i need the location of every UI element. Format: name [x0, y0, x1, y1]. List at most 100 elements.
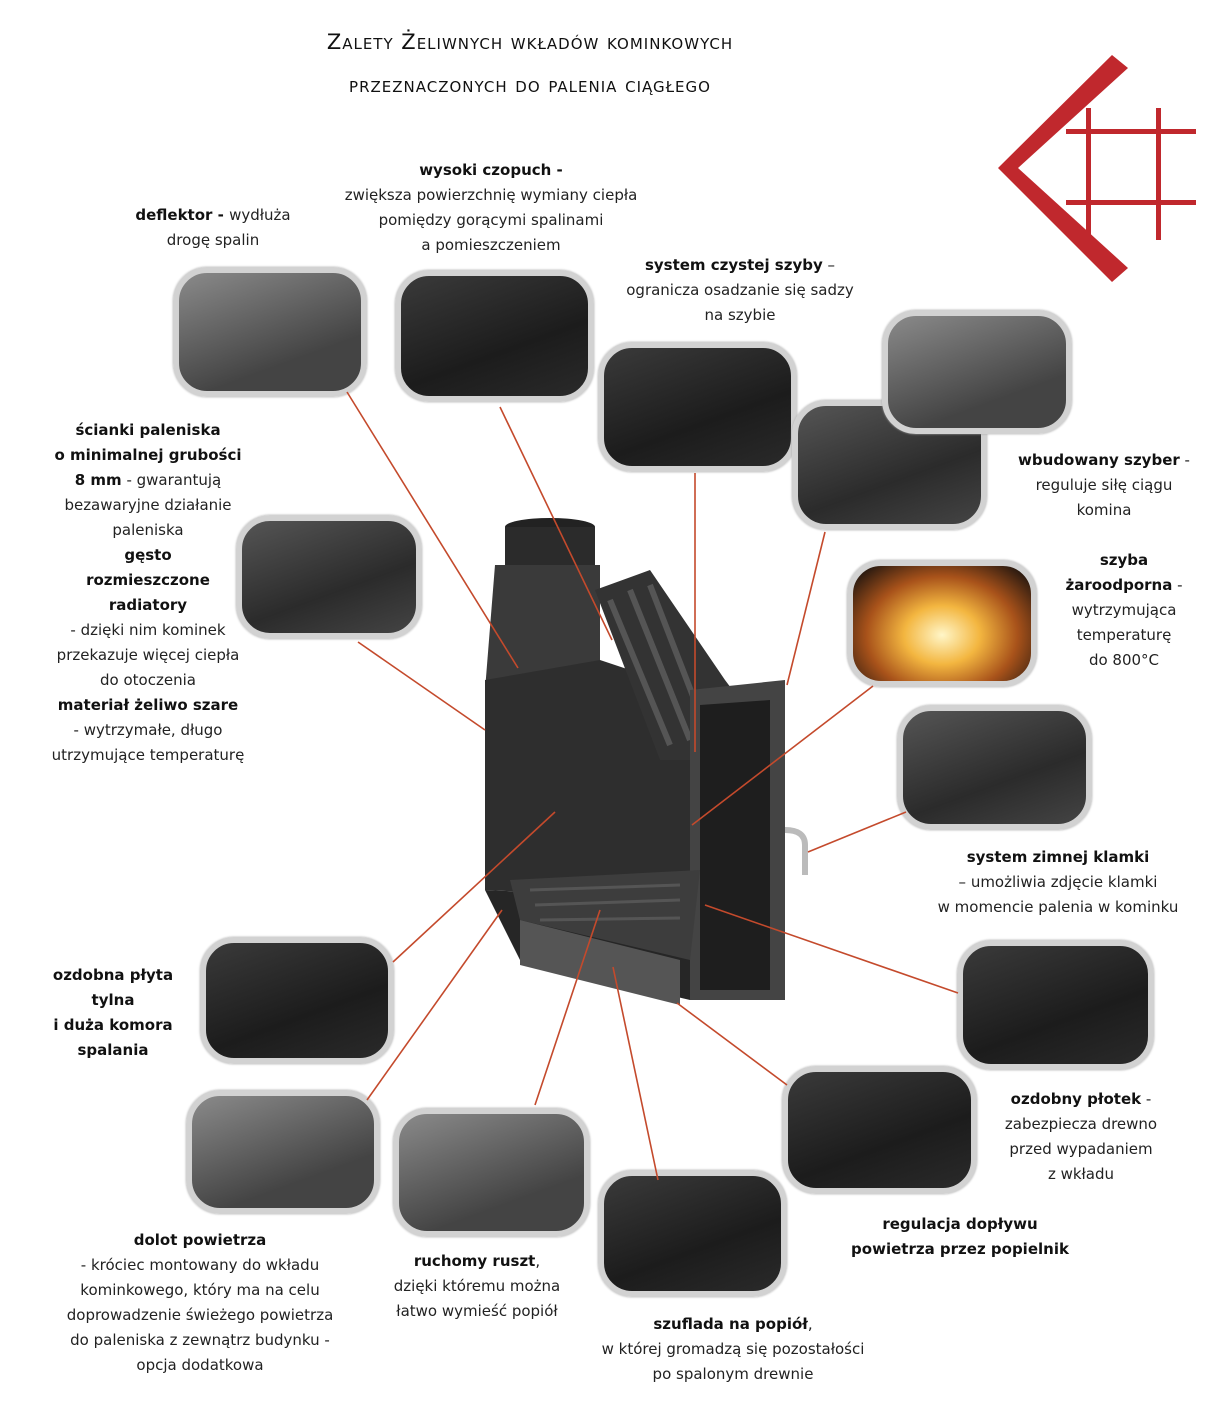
callout-heading-text: radiatory [108, 596, 188, 614]
leader-line [786, 531, 826, 686]
callout-text: – umożliwia zdjęcie klamki [958, 873, 1158, 891]
callout-heading-text: ruchomy ruszt [413, 1252, 536, 1270]
leader-line [691, 685, 874, 826]
callout-text: - dzięki nim kominek [70, 621, 226, 639]
callout-text: a pomieszczeniem [421, 236, 561, 254]
callout-line: spalania [53, 1038, 173, 1063]
callout-line: materiał żeliwo szare [52, 693, 245, 718]
callout-text: wytrzymująca [1071, 601, 1177, 619]
callout-text: zwiększa powierzchnię wymiany ciepła [344, 186, 638, 204]
leader-line [366, 909, 503, 1101]
callout-heading-text: żaroodporna [1065, 576, 1173, 594]
callout-line: pomiędzy gorącymi spalinami [345, 208, 638, 233]
callout-line: przekazuje więcej ciepła [52, 643, 245, 668]
callout-text: utrzymujące temperaturę [51, 746, 245, 764]
callout-heading-text: szyba [1099, 551, 1149, 569]
callout-line: a pomieszczeniem [345, 233, 638, 258]
callout-heading-text: szuflada na popiół [653, 1315, 808, 1333]
title-line-2: przeznaczonych do palenia ciągłego [349, 73, 711, 97]
callout-line: drogę spalin [135, 228, 290, 253]
callout-line: z wkładu [1005, 1162, 1157, 1187]
callout-line: radiatory [52, 593, 245, 618]
callout-text: łatwo wymieść popiół [396, 1302, 558, 1320]
callout-text: – [822, 256, 836, 274]
callout-line: gęsto [52, 543, 245, 568]
photo-plotek [957, 940, 1154, 1070]
callout-line: tylna [53, 988, 173, 1013]
callout-heading-text: deflektor - [135, 206, 230, 224]
callout-text: w której gromadzą się pozostałości [601, 1340, 865, 1358]
callout-line: dzięki któremu można [394, 1274, 560, 1299]
callout-line: ogranicza osadzanie się sadzy [626, 278, 854, 303]
leader-line [612, 966, 659, 1181]
callout-deflektor: deflektor - wydłuża drogę spalin [135, 203, 290, 253]
callout-line: po spalonym drewnie [602, 1362, 865, 1387]
callout-text: ogranicza osadzanie się sadzy [626, 281, 854, 299]
callout-text: doprowadzenie świeżego powietrza [66, 1306, 334, 1324]
leader-line [346, 391, 519, 669]
callout-line: – umożliwia zdjęcie klamki [938, 870, 1179, 895]
callout-line: żaroodporna - [1065, 573, 1182, 598]
photo-regulacja [782, 1066, 977, 1194]
callout-text: przekazuje więcej ciepła [56, 646, 240, 664]
callout-heading-text: tylna [91, 991, 135, 1009]
leader-line [807, 811, 907, 853]
callout-line: opcja dodatkowa [67, 1353, 334, 1378]
callout-line: temperaturę [1065, 623, 1182, 648]
callout-heading-text: regulacja dopływu [882, 1215, 1038, 1233]
callout-heading-text: gęsto [124, 546, 172, 564]
callout-text: reguluje siłę ciągu [1035, 476, 1173, 494]
photo-deflektor [173, 267, 367, 397]
leader-line [392, 811, 556, 963]
callout-line: o minimalnej grubości [52, 443, 245, 468]
callout-line: do otoczenia [52, 668, 245, 693]
callout-text: kominkowego, który ma na celu [80, 1281, 320, 1299]
fireplace-body [485, 518, 808, 1005]
callout-ruchomy-ruszt: ruchomy ruszt, dzięki któremu można łatwo … [394, 1249, 560, 1324]
callout-szyba-zaroodporna: szyba żaroodporna - wytrzymująca temperatur… [1065, 548, 1182, 673]
callout-regulacja-doplywu: regulacja dopływu powietrza przez popieln… [851, 1212, 1069, 1262]
leader-line [676, 1002, 788, 1086]
callout-line: kominkowego, który ma na celu [67, 1278, 334, 1303]
callout-line: przed wypadaniem [1005, 1137, 1157, 1162]
callout-line: ozdobna płyta [53, 963, 173, 988]
photo-radiatory [236, 515, 422, 639]
callout-line: szyba [1065, 548, 1182, 573]
callout-text: do paleniska z zewnątrz budynku - [70, 1331, 330, 1349]
callout-text: do otoczenia [100, 671, 196, 689]
photo-szuflada [598, 1170, 787, 1297]
callout-line: do paleniska z zewnątrz budynku - [67, 1328, 334, 1353]
leader-line [357, 641, 486, 731]
callout-line: system czystej szyby – [626, 253, 854, 278]
callout-heading-text: 8 mm [74, 471, 122, 489]
callout-line: dolot powietrza [67, 1228, 334, 1253]
callout-text: dzięki któremu można [393, 1277, 561, 1295]
callout-text: , [535, 1252, 541, 1270]
callout-line: łatwo wymieść popiół [394, 1299, 560, 1324]
photo-plyta-tylna [200, 937, 394, 1064]
callout-heading-text: ozdobna płyta [52, 966, 174, 984]
callout-text: - króciec montowany do wkładu [80, 1256, 320, 1274]
callout-line: doprowadzenie świeżego powietrza [67, 1303, 334, 1328]
photo-klamka [897, 705, 1092, 830]
callout-line: na szybie [626, 303, 854, 328]
callout-line: regulacja dopływu [851, 1212, 1069, 1237]
callout-line: deflektor - wydłuża [135, 203, 290, 228]
callout-text: drogę spalin [166, 231, 260, 249]
callout-system-czystej-szyby: system czystej szyby – ogranicza osadzani… [626, 253, 854, 328]
callout-line: - wytrzymałe, długo [52, 718, 245, 743]
callout-line: powietrza przez popielnik [851, 1237, 1069, 1262]
callout-text: komina [1076, 501, 1132, 519]
callout-line: zabezpiecza drewno [1005, 1112, 1157, 1137]
logo-mark [998, 55, 1196, 282]
callout-text: temperaturę [1076, 626, 1172, 644]
callout-text: - [1141, 1090, 1152, 1108]
callout-line: bezawaryjne działanie [52, 493, 245, 518]
callout-heading-text: system zimnej klamki [966, 848, 1150, 866]
callout-line: i duża komora [53, 1013, 173, 1038]
callout-text: paleniska [112, 521, 184, 539]
